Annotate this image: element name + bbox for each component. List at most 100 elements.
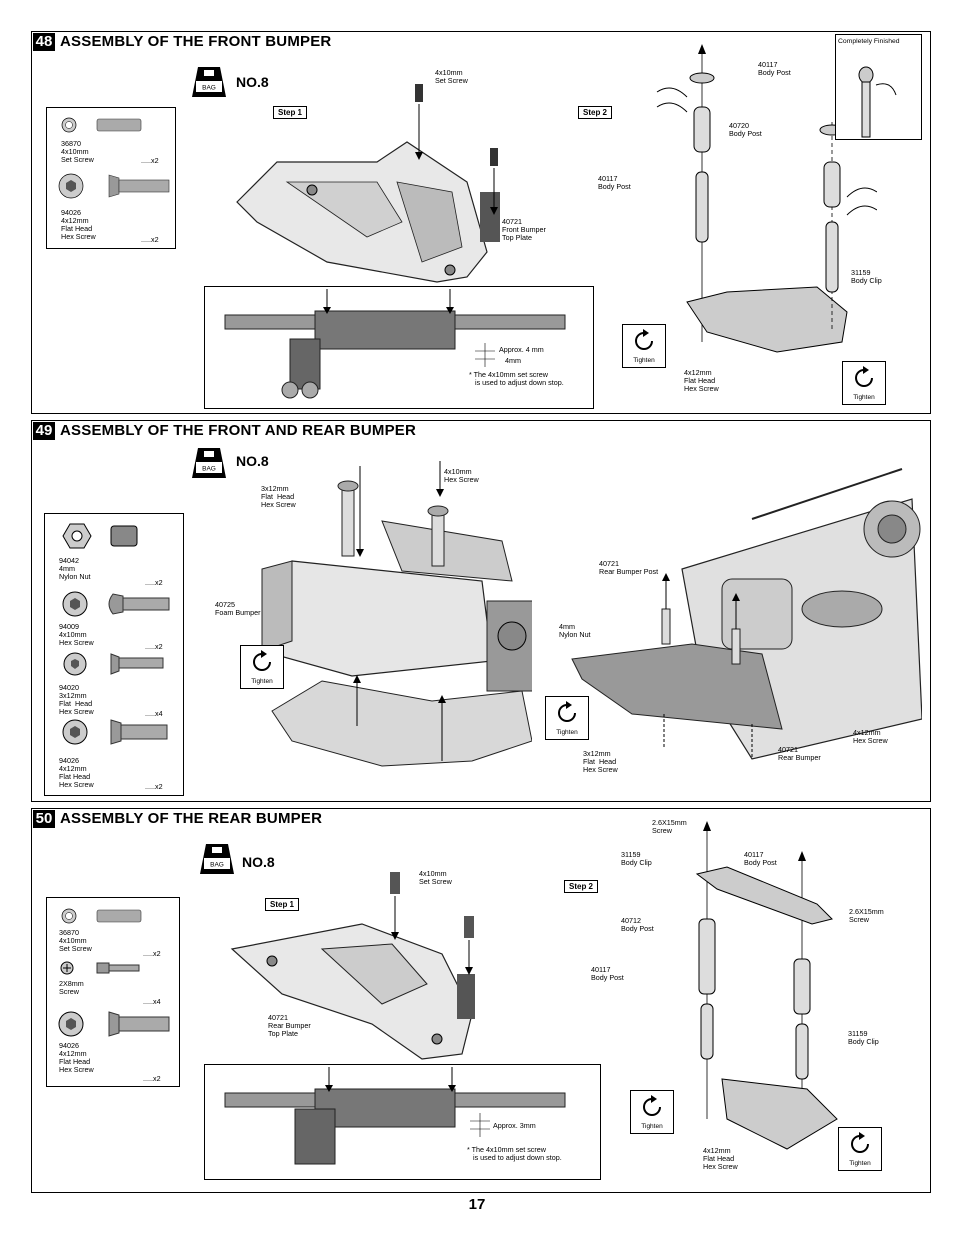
tighten-label: Tighten (849, 1160, 871, 1167)
body-clip-label: 31159 Body Clip (848, 1029, 879, 1047)
tighten-label: Tighten (853, 394, 875, 401)
step-1-label: Step 1 (273, 106, 308, 119)
section-title: ASSEMBLY OF THE FRONT BUMPER (60, 33, 332, 50)
rear-body-post-drawing (695, 821, 838, 1150)
step-number: 49 (33, 422, 55, 440)
part-qty: .....x2 (145, 782, 163, 791)
tighten-badge: Tighten (630, 1090, 674, 1134)
tighten-label: Tighten (641, 1123, 663, 1130)
tighten-badge: Tighten (842, 361, 886, 405)
parts-icons (58, 117, 170, 199)
body-post-drawing (656, 44, 877, 353)
body-post-label: 40712 Body Post (621, 916, 654, 934)
rear-bumper-plate-drawing (230, 872, 475, 1060)
parts-list: 36870 4x10mm Set Screw .....x2 2X8mm Scr… (46, 897, 180, 1087)
body-post-label: 40117 Body Post (744, 850, 777, 868)
part-qty: .....x2 (145, 578, 163, 587)
rear-bumper-label: 40721 Rear Bumper (778, 745, 821, 763)
parts-icons (58, 908, 170, 1037)
bag-icon: BAG (190, 64, 228, 100)
nylon-nut-label: 4mm Nylon Nut (559, 622, 591, 640)
part-size: 4x12mm (59, 764, 87, 773)
front-chassis-drawing (261, 461, 532, 767)
body-post-label: 40117 Body Post (758, 60, 791, 78)
part-name: Hex Screw (59, 638, 94, 647)
screw-label: 2.6X15mm Screw (849, 907, 884, 925)
part-code: 94020 (59, 683, 79, 692)
parts-list: 36870 4x10mm Set Screw .....x2 94026 4x1… (46, 107, 176, 249)
part-name: Set Screw (61, 155, 94, 164)
body-clip-label: 31159 Body Clip (851, 268, 882, 286)
tighten-badge: Tighten (545, 696, 589, 740)
step-2-label: Step 2 (564, 880, 599, 893)
part-size: 4mm (59, 564, 75, 573)
section-title: ASSEMBLY OF THE REAR BUMPER (60, 810, 323, 827)
part-name: Set Screw (59, 944, 92, 953)
tighten-label: Tighten (633, 357, 655, 364)
step-number: 48 (33, 33, 55, 51)
body-post-label: 40117 Body Post (598, 174, 631, 192)
hex-screw-label: 4x12mm Hex Screw (853, 728, 888, 746)
body-post-label: 40720 Body Post (729, 121, 762, 139)
part-code: 36870 (61, 139, 81, 148)
part-name: Flat Head Hex Screw (59, 1057, 94, 1075)
note-label: * The 4x10mm set screw is used to adjust… (467, 1145, 562, 1163)
flat-head-label: 3x12mm Flat Head Hex Screw (583, 749, 618, 775)
bag-number: NO.8 (236, 74, 269, 90)
parts-list: 94042 4mm Nylon Nut .....x2 94009 4x10mm… (44, 513, 184, 796)
tighten-badge: Tighten (622, 324, 666, 368)
part-qty: .....x2 (145, 642, 163, 651)
top-plate-label: 40721 Front Bumper Top Plate (502, 217, 546, 243)
approx-label: Approx. 4 mm (499, 345, 544, 354)
part-qty: .....x2 (141, 156, 159, 165)
side-view-detail: Approx. 4 mm 4mm * The 4x10mm set screw … (204, 286, 594, 409)
part-code: 94009 (59, 622, 79, 631)
part-code: 94026 (61, 208, 81, 217)
completely-finished-box: Completely Finished (835, 34, 922, 140)
step-number: 50 (33, 810, 55, 828)
screw-label: 2.6X15mm Screw (652, 818, 687, 836)
part-name: Flat Head Hex Screw (61, 224, 96, 242)
part-name: Nylon Nut (59, 572, 91, 581)
part-qty: .....x4 (145, 709, 163, 718)
tighten-label: Tighten (251, 678, 273, 685)
section-49: 49 ASSEMBLY OF THE FRONT AND REAR BUMPER… (31, 420, 931, 802)
part-code: 94042 (59, 556, 79, 565)
bag-label: BAG (210, 862, 224, 869)
page-number: 17 (468, 1196, 486, 1213)
bag-icon: BAG (198, 841, 236, 877)
flat-head-label: 4x12mm Flat Head Hex Screw (703, 1146, 738, 1172)
finished-label: Completely Finished (838, 38, 900, 45)
part-size: 4x10mm (61, 147, 89, 156)
step-2-label: Step 2 (578, 106, 613, 119)
part-name: Flat Head Hex Screw (59, 699, 94, 717)
part-name: Screw (59, 987, 79, 996)
step-1-label: Step 1 (265, 898, 300, 911)
approx-label: Approx. 3mm (493, 1121, 536, 1130)
rear-post-label: 40721 Rear Bumper Post (599, 559, 659, 577)
bag-number: NO.8 (242, 854, 275, 870)
section-48: 48 ASSEMBLY OF THE FRONT BUMPER BAG NO.8… (31, 31, 931, 414)
mm-label: 4mm (505, 356, 521, 365)
front-bumper-plate-drawing (236, 84, 500, 283)
part-size: 4x12mm (61, 216, 89, 225)
part-code: 36870 (59, 928, 79, 937)
set-screw-label: 4x10mm Set Screw (419, 869, 452, 887)
tighten-label: Tighten (556, 729, 578, 736)
body-post-label: 40117 Body Post (591, 965, 624, 983)
tighten-badge: Tighten (240, 645, 284, 689)
part-size: 4x12mm (59, 1049, 87, 1058)
part-size: 4x10mm (59, 630, 87, 639)
tighten-badge: Tighten (838, 1127, 882, 1171)
bag-icon: BAG (190, 445, 228, 481)
parts-icons (62, 523, 170, 745)
set-screw-label: 4x10mm Set Screw (435, 68, 468, 86)
flat-head-label: 4x12mm Flat Head Hex Screw (684, 368, 719, 394)
section-50: 50 ASSEMBLY OF THE REAR BUMPER BAG NO.8 … (31, 808, 931, 1193)
part-size: 3x12mm (59, 691, 87, 700)
hex-screw-label: 4x10mm Hex Screw (444, 467, 479, 485)
body-clip-label: 31159 Body Clip (621, 850, 652, 868)
bag-label: BAG (202, 466, 216, 473)
part-name: Flat Head Hex Screw (59, 772, 94, 790)
part-qty: .....x2 (143, 949, 161, 958)
